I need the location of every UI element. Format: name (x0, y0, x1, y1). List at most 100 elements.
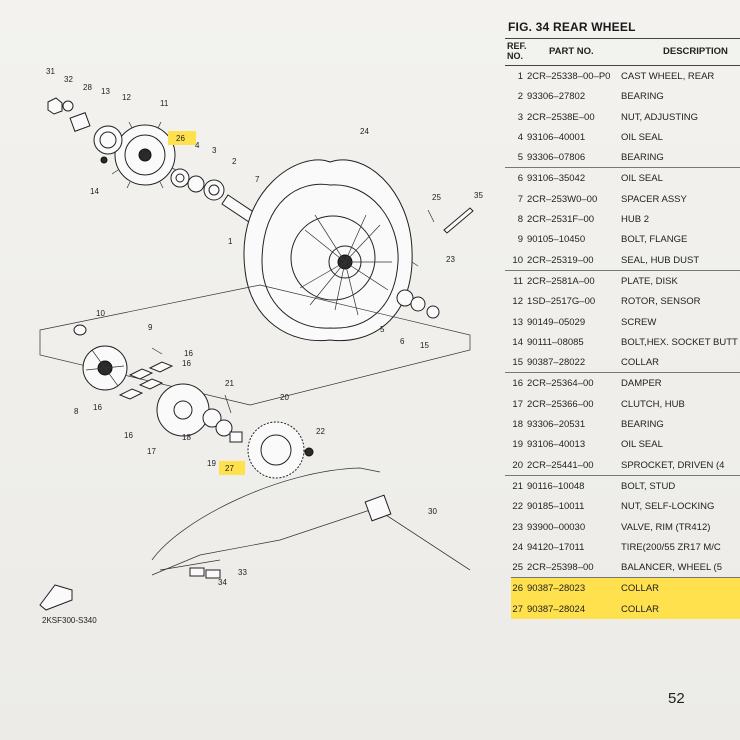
description-cell: PLATE, DISK (621, 275, 678, 287)
description-cell: NUT, SELF-LOCKING (621, 501, 715, 513)
svg-text:16: 16 (124, 431, 133, 440)
driven-sprocket (247, 421, 305, 479)
page-number: 52 (668, 690, 685, 707)
description-cell: HUB 2 (621, 214, 649, 226)
svg-text:3: 3 (212, 146, 217, 155)
part-no-cell: 2CR–2531F–00 (527, 214, 595, 226)
part-no-cell: 93106–40013 (527, 439, 586, 451)
header-ref-no: REF. NO. (507, 41, 527, 61)
ref-no-cell: 13 (512, 316, 523, 328)
part-no-cell: 2CR–25364–00 (527, 378, 594, 390)
part-no-cell: 2CR–25338–00–P0 (527, 71, 611, 82)
front-arrow-icon (39, 584, 73, 611)
part-no-cell: 93106–40001 (527, 131, 586, 143)
part-no-cell: 2CR–25319–00 (527, 254, 594, 266)
svg-text:13: 13 (101, 87, 110, 96)
table-header: REF. NO. PART NO. DESCRIPTION (505, 38, 740, 66)
svg-text:30: 30 (428, 507, 437, 516)
svg-text:28: 28 (83, 83, 92, 92)
description-cell: DAMPER (621, 378, 662, 390)
part-no-cell: 2CR–2581A–00 (527, 275, 595, 287)
rear-wheel (243, 159, 413, 342)
svg-text:25: 25 (432, 193, 441, 202)
svg-text:35: 35 (474, 191, 483, 200)
part-no-cell: 93106–35042 (527, 173, 586, 185)
ref-no-cell: 25 (512, 562, 523, 574)
svg-text:22: 22 (316, 427, 325, 436)
part-no-cell: 93306–20531 (527, 419, 586, 431)
description-cell: TIRE(200/55 ZR17 M/C (621, 541, 721, 553)
svg-text:16: 16 (182, 359, 191, 368)
svg-text:12: 12 (122, 93, 131, 102)
ref-no-cell: 14 (512, 336, 523, 348)
description-cell: BOLT, STUD (621, 480, 676, 492)
part-28 (69, 112, 91, 132)
ref-no-cell: 19 (512, 439, 523, 451)
svg-text:14: 14 (90, 187, 99, 196)
ref-no-cell: 5 (517, 152, 523, 164)
part-no-cell: 2CR–253W0–00 (527, 193, 598, 205)
bearings-lower-right (396, 289, 440, 319)
ref-no-cell: 27 (512, 603, 523, 615)
part-no-cell: 2CR–25398–00 (527, 562, 594, 574)
ref-no-cell: 7 (517, 193, 523, 205)
table-row: 16 2CR–25364–00 DAMPER (505, 372, 740, 393)
ref-no-cell: 22 (512, 501, 523, 513)
self-locking-nut (304, 447, 314, 457)
table-row: 15 90387–28022 COLLAR (505, 352, 740, 372)
part-no-cell: 1SD–2517G–00 (527, 296, 596, 308)
ref-no-cell: 12 (512, 296, 523, 308)
ref-no-cell: 9 (517, 234, 523, 246)
svg-text:4: 4 (195, 141, 200, 150)
svg-text:23: 23 (446, 255, 455, 264)
ref-no-cell: 16 (512, 378, 523, 390)
ref-no-cell: 11 (513, 275, 523, 287)
part-32 (62, 100, 74, 112)
description-cell: COLLAR (621, 357, 660, 369)
ref-no-cell: 2 (517, 91, 523, 103)
description-cell: ROTOR, SENSOR (621, 296, 701, 308)
description-cell: COLLAR (621, 603, 660, 615)
diagram-code: 2KSF300-S340 (42, 616, 97, 625)
part-no-cell: 90387–28024 (527, 603, 586, 615)
header-part-no: PART NO. (549, 46, 594, 57)
figure-title: FIG. 34 REAR WHEEL (508, 20, 636, 34)
part-no-cell: 90105–10450 (527, 234, 586, 246)
svg-text:26: 26 (176, 134, 185, 143)
ref-no-cell: 15 (512, 357, 523, 369)
svg-text:17: 17 (147, 447, 156, 456)
ref-no-cell: 23 (512, 521, 523, 533)
ref-no-cell: 6 (517, 173, 523, 185)
part-no-cell: 90387–28022 (527, 357, 586, 369)
part-no-cell: 90149–05029 (527, 316, 586, 328)
part-no-cell: 93306–27802 (527, 91, 586, 103)
part-no-cell: 93306–07806 (527, 152, 586, 164)
svg-text:2: 2 (232, 157, 237, 166)
description-cell: NUT, ADJUSTING (621, 111, 699, 123)
description-cell: BOLT, FLANGE (621, 234, 688, 246)
svg-text:8: 8 (74, 407, 79, 416)
svg-text:32: 32 (64, 75, 73, 84)
part-no-cell: 2CR–2538E–00 (527, 111, 595, 123)
svg-text:9: 9 (148, 323, 153, 332)
svg-text:18: 18 (182, 433, 191, 442)
sensor-rotor (93, 125, 123, 155)
chain-joint (189, 567, 221, 579)
description-cell: BOLT,HEX. SOCKET BUTT (621, 336, 738, 348)
description-cell: BEARING (621, 91, 664, 103)
